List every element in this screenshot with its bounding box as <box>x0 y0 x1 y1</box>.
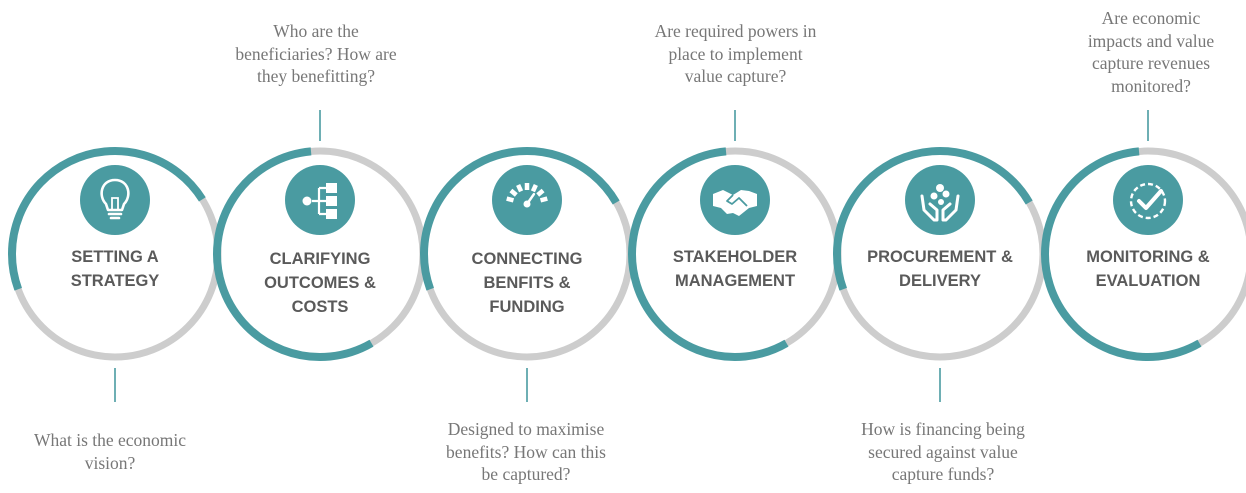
stage-ring-accent-3 <box>420 146 620 291</box>
hierarchy-icon <box>285 165 355 235</box>
lightbulb-icon <box>80 165 150 235</box>
stage-title-line: COSTS <box>292 298 349 316</box>
stage-title-line: SETTING A <box>71 248 158 266</box>
stage-title-line: CLARIFYING <box>270 250 371 268</box>
stage-title-line: BENFITS & <box>483 274 570 292</box>
check-badge-icon <box>1113 165 1183 235</box>
stage-question-5: How is financing being secured against v… <box>861 419 1025 484</box>
stage-ring-accent-4 <box>628 147 789 361</box>
stage-title-line: OUTCOMES & <box>264 274 376 292</box>
gauge-icon <box>492 165 562 235</box>
stage-question-4: Are required powers in place to implemen… <box>654 21 817 86</box>
stage-title-line: STRATEGY <box>71 272 160 290</box>
stage-title-5: PROCUREMENT & DELIVERY <box>867 248 1013 290</box>
stage-ring-accent-2 <box>213 147 374 361</box>
stage-title-1: SETTING A STRATEGY <box>71 248 160 290</box>
hands-coins-icon <box>905 165 975 235</box>
stage-title-line: EVALUATION <box>1096 272 1201 290</box>
stage-title-2: CLARIFYING OUTCOMES & COSTS <box>264 250 376 316</box>
stage-question-3: Designed to maximise benefits? How can t… <box>446 419 606 484</box>
stage-title-line: FUNDING <box>489 298 564 316</box>
stage-title-line: DELIVERY <box>899 272 981 290</box>
stage-question-6: Are economic impacts and value capture r… <box>1087 8 1215 96</box>
stage-title-line: STAKEHOLDER <box>673 248 797 266</box>
stage-title-line: PROCUREMENT & <box>867 248 1013 266</box>
stage-question-1: What is the economic vision? <box>33 430 187 473</box>
stage-question-2: Who are the beneficiaries? How are they … <box>235 21 397 86</box>
stage-title-3: CONNECTING BENFITS & FUNDING <box>472 250 583 316</box>
handshake-icon <box>700 165 770 235</box>
stage-ring-accent-6 <box>1041 147 1202 361</box>
stage-ring-accent-1 <box>8 147 206 291</box>
stage-title-line: MONITORING & <box>1086 248 1210 266</box>
stage-title-6: MONITORING & EVALUATION <box>1086 248 1210 290</box>
stage-title-4: STAKEHOLDER MANAGEMENT <box>673 248 797 290</box>
stage-ring-accent-5 <box>833 146 1033 291</box>
stage-title-line: CONNECTING <box>472 250 583 268</box>
stage-title-line: MANAGEMENT <box>675 272 795 290</box>
